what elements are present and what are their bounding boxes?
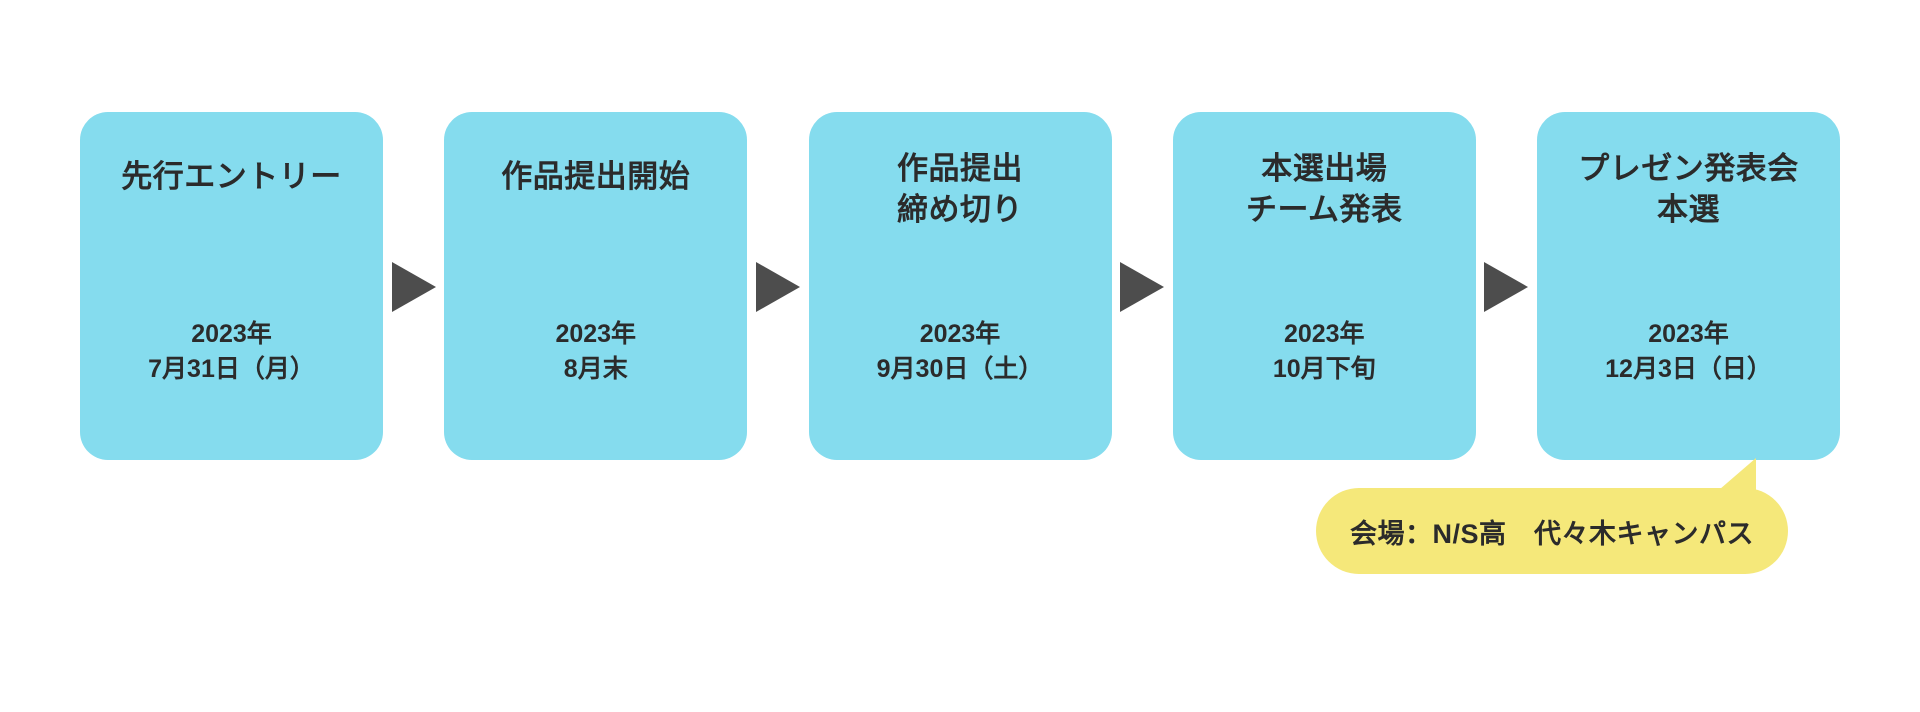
arrow-gap-4 (1476, 112, 1537, 460)
arrow-gap-1 (383, 112, 444, 460)
triangle-right-icon (1484, 262, 1529, 312)
step-5-title: プレゼン発表会 本選 (1578, 151, 1799, 228)
arrow-gap-3 (1112, 112, 1173, 460)
timeline-step-1: 先行エントリー 2023年 7月31日（月） (80, 112, 383, 460)
timeline-steps-row: 先行エントリー 2023年 7月31日（月） 作品提出開始 2023年 8月末 … (80, 112, 1840, 460)
triangle-right-icon (755, 262, 800, 312)
timeline-step-5: プレゼン発表会 本選 2023年 12月3日（日） (1537, 112, 1840, 460)
timeline-step-4: 本選出場 チーム発表 2023年 10月下旬 (1172, 112, 1476, 460)
timeline-step-2: 作品提出開始 2023年 8月末 (444, 112, 748, 460)
step-4-date: 2023年 10月下旬 (1272, 320, 1376, 383)
step-4-title: 本選出場 チーム発表 (1245, 151, 1403, 228)
venue-callout-text: 会場：N/S高 代々木キャンパス (1349, 518, 1754, 549)
step-1-title: 先行エントリー (121, 159, 342, 194)
step-2-date: 2023年 8月末 (555, 320, 637, 383)
step-5-date: 2023年 12月3日（日） (1605, 320, 1772, 383)
venue-callout-bubble: 会場：N/S高 代々木キャンパス (1316, 488, 1788, 574)
step-3-title: 作品提出 締め切り (897, 151, 1023, 228)
timeline-step-3: 作品提出 締め切り 2023年 9月30日（土） (808, 112, 1112, 460)
step-2-title: 作品提出開始 (501, 159, 691, 194)
venue-callout: 会場：N/S高 代々木キャンパス (1316, 458, 1788, 574)
arrow-gap-2 (747, 112, 808, 460)
step-1-date: 2023年 7月31日（月） (148, 320, 315, 383)
triangle-right-icon (1120, 262, 1165, 312)
step-3-date: 2023年 9月30日（土） (876, 320, 1044, 383)
triangle-right-icon (391, 262, 436, 312)
